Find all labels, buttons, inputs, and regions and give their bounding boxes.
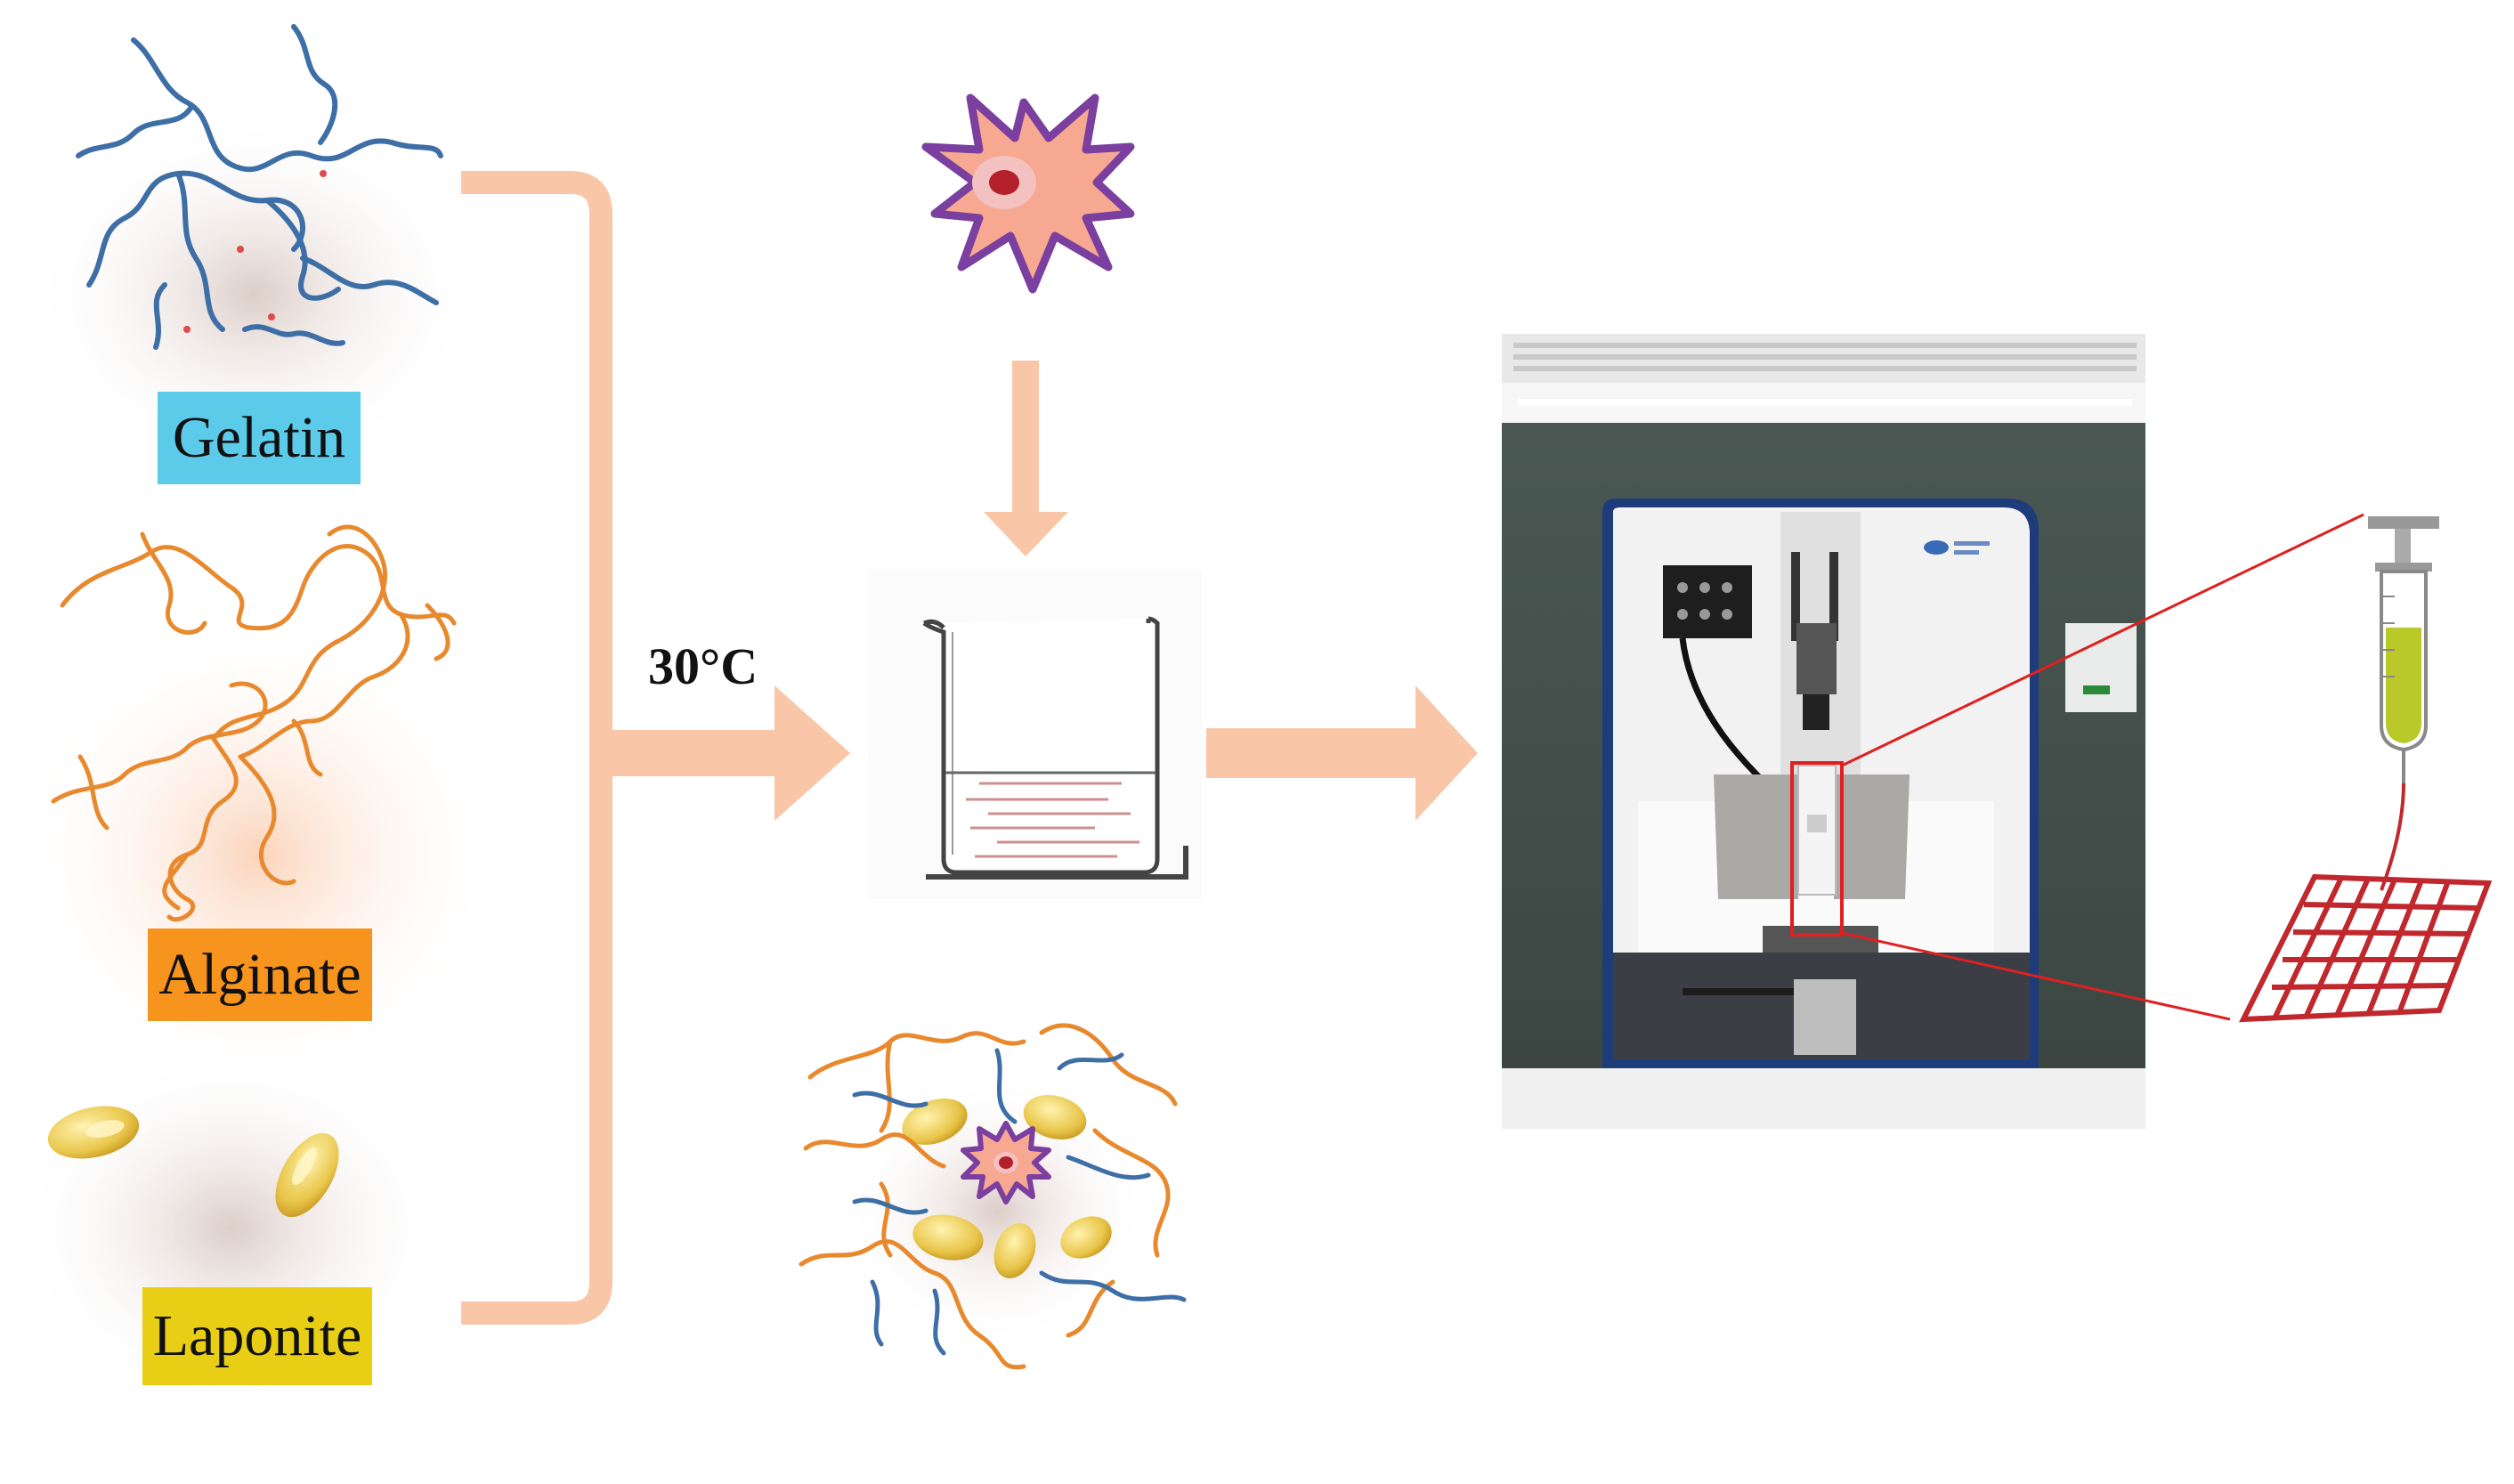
cell-icon <box>921 93 1135 294</box>
syringe-icon <box>2368 516 2439 891</box>
gelatin-label: Gelatin <box>172 405 346 470</box>
laponite-disc-icon <box>47 1106 339 1218</box>
laponite-label: Laponite <box>152 1303 362 1368</box>
alginate-label: Alginate <box>158 942 361 1007</box>
printed-grid-icon <box>2239 873 2493 1023</box>
laponite-label-bg <box>142 1287 372 1385</box>
bioink-blend-icon <box>799 1023 1187 1370</box>
temperature-label: 30°C <box>648 637 758 695</box>
zoom-lines <box>1841 513 2364 1021</box>
beaker-icon <box>868 570 1202 899</box>
arrow-to-printer <box>1206 685 1478 821</box>
bioprinter-photo-icon <box>1502 334 2145 1129</box>
arrow-to-beaker-from-cell <box>984 361 1068 556</box>
alginate-chain-icon <box>51 524 457 922</box>
gelatin-crosslink-dots <box>183 170 327 333</box>
gelatin-chain-icon <box>76 24 443 350</box>
alginate-glow <box>18 623 499 1086</box>
gelatin-label-bg <box>158 392 361 484</box>
alginate-label-bg <box>148 929 372 1021</box>
combine-bracket <box>461 171 612 1325</box>
arrow-to-beaker <box>601 685 850 821</box>
